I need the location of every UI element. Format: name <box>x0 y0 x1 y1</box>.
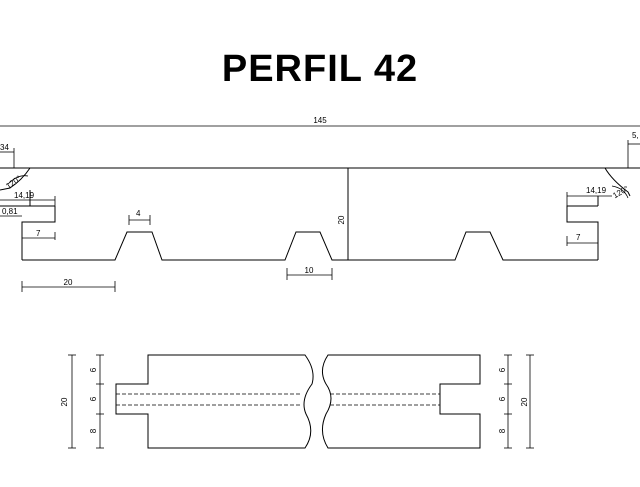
section-left-total-label: 20 <box>60 397 69 406</box>
section-left-dimensions: 20 6 6 8 <box>60 354 104 449</box>
section-right-middle-label: 6 <box>498 396 507 401</box>
right-tongue-height-label: 7 <box>576 233 581 242</box>
left-tongue-height-label: 7 <box>36 229 41 238</box>
section-right-top-label: 6 <box>498 367 507 372</box>
center-height-label: 20 <box>337 215 346 224</box>
rib-base-width-label: 10 <box>305 266 314 275</box>
right-tongue-height-dimension: 7 <box>566 233 598 246</box>
rib-top-width-dimension: 4 <box>128 209 151 225</box>
right-tongue-length-dimension: 14,19 <box>566 186 612 206</box>
section-right-total-label: 20 <box>520 397 529 406</box>
center-height-dimension: 20 <box>337 215 346 224</box>
section-left-top-label: 6 <box>89 367 98 372</box>
right-edge-dimension: 5, <box>627 131 640 168</box>
rib-base-width-dimension: 10 <box>286 266 333 280</box>
profile-outline <box>0 167 640 261</box>
section-view <box>115 354 481 449</box>
overall-width-label: 145 <box>313 116 327 125</box>
left-tongue-length-dimension: 14,19 <box>0 191 56 206</box>
left-flat-width-label: 20 <box>64 278 73 287</box>
left-offset-dimension: 0,81 <box>0 207 22 217</box>
section-right-dimensions: 6 6 8 20 <box>498 354 534 449</box>
section-left-bottom-label: 8 <box>89 428 98 433</box>
left-flat-width-dimension: 20 <box>21 278 116 292</box>
overall-width-dimension: 145 <box>0 116 640 127</box>
left-tongue-length-label: 14,19 <box>14 191 35 200</box>
rib-top-width-label: 4 <box>136 209 141 218</box>
left-tongue-height-dimension: 7 <box>22 229 56 240</box>
left-edge-dimension: 34 <box>0 143 15 168</box>
section-right-bottom-label: 8 <box>498 428 507 433</box>
section-left-middle-label: 6 <box>89 396 98 401</box>
page-title: PERFIL 42 <box>221 48 419 90</box>
left-offset-label: 0,81 <box>2 207 18 216</box>
right-tongue-length-label: 14,19 <box>586 186 607 195</box>
left-edge-label: 34 <box>0 143 9 152</box>
right-edge-label: 5, <box>632 131 639 140</box>
left-angle-annotation: 120° <box>4 174 29 191</box>
right-angle-annotation: 120° <box>611 184 630 200</box>
